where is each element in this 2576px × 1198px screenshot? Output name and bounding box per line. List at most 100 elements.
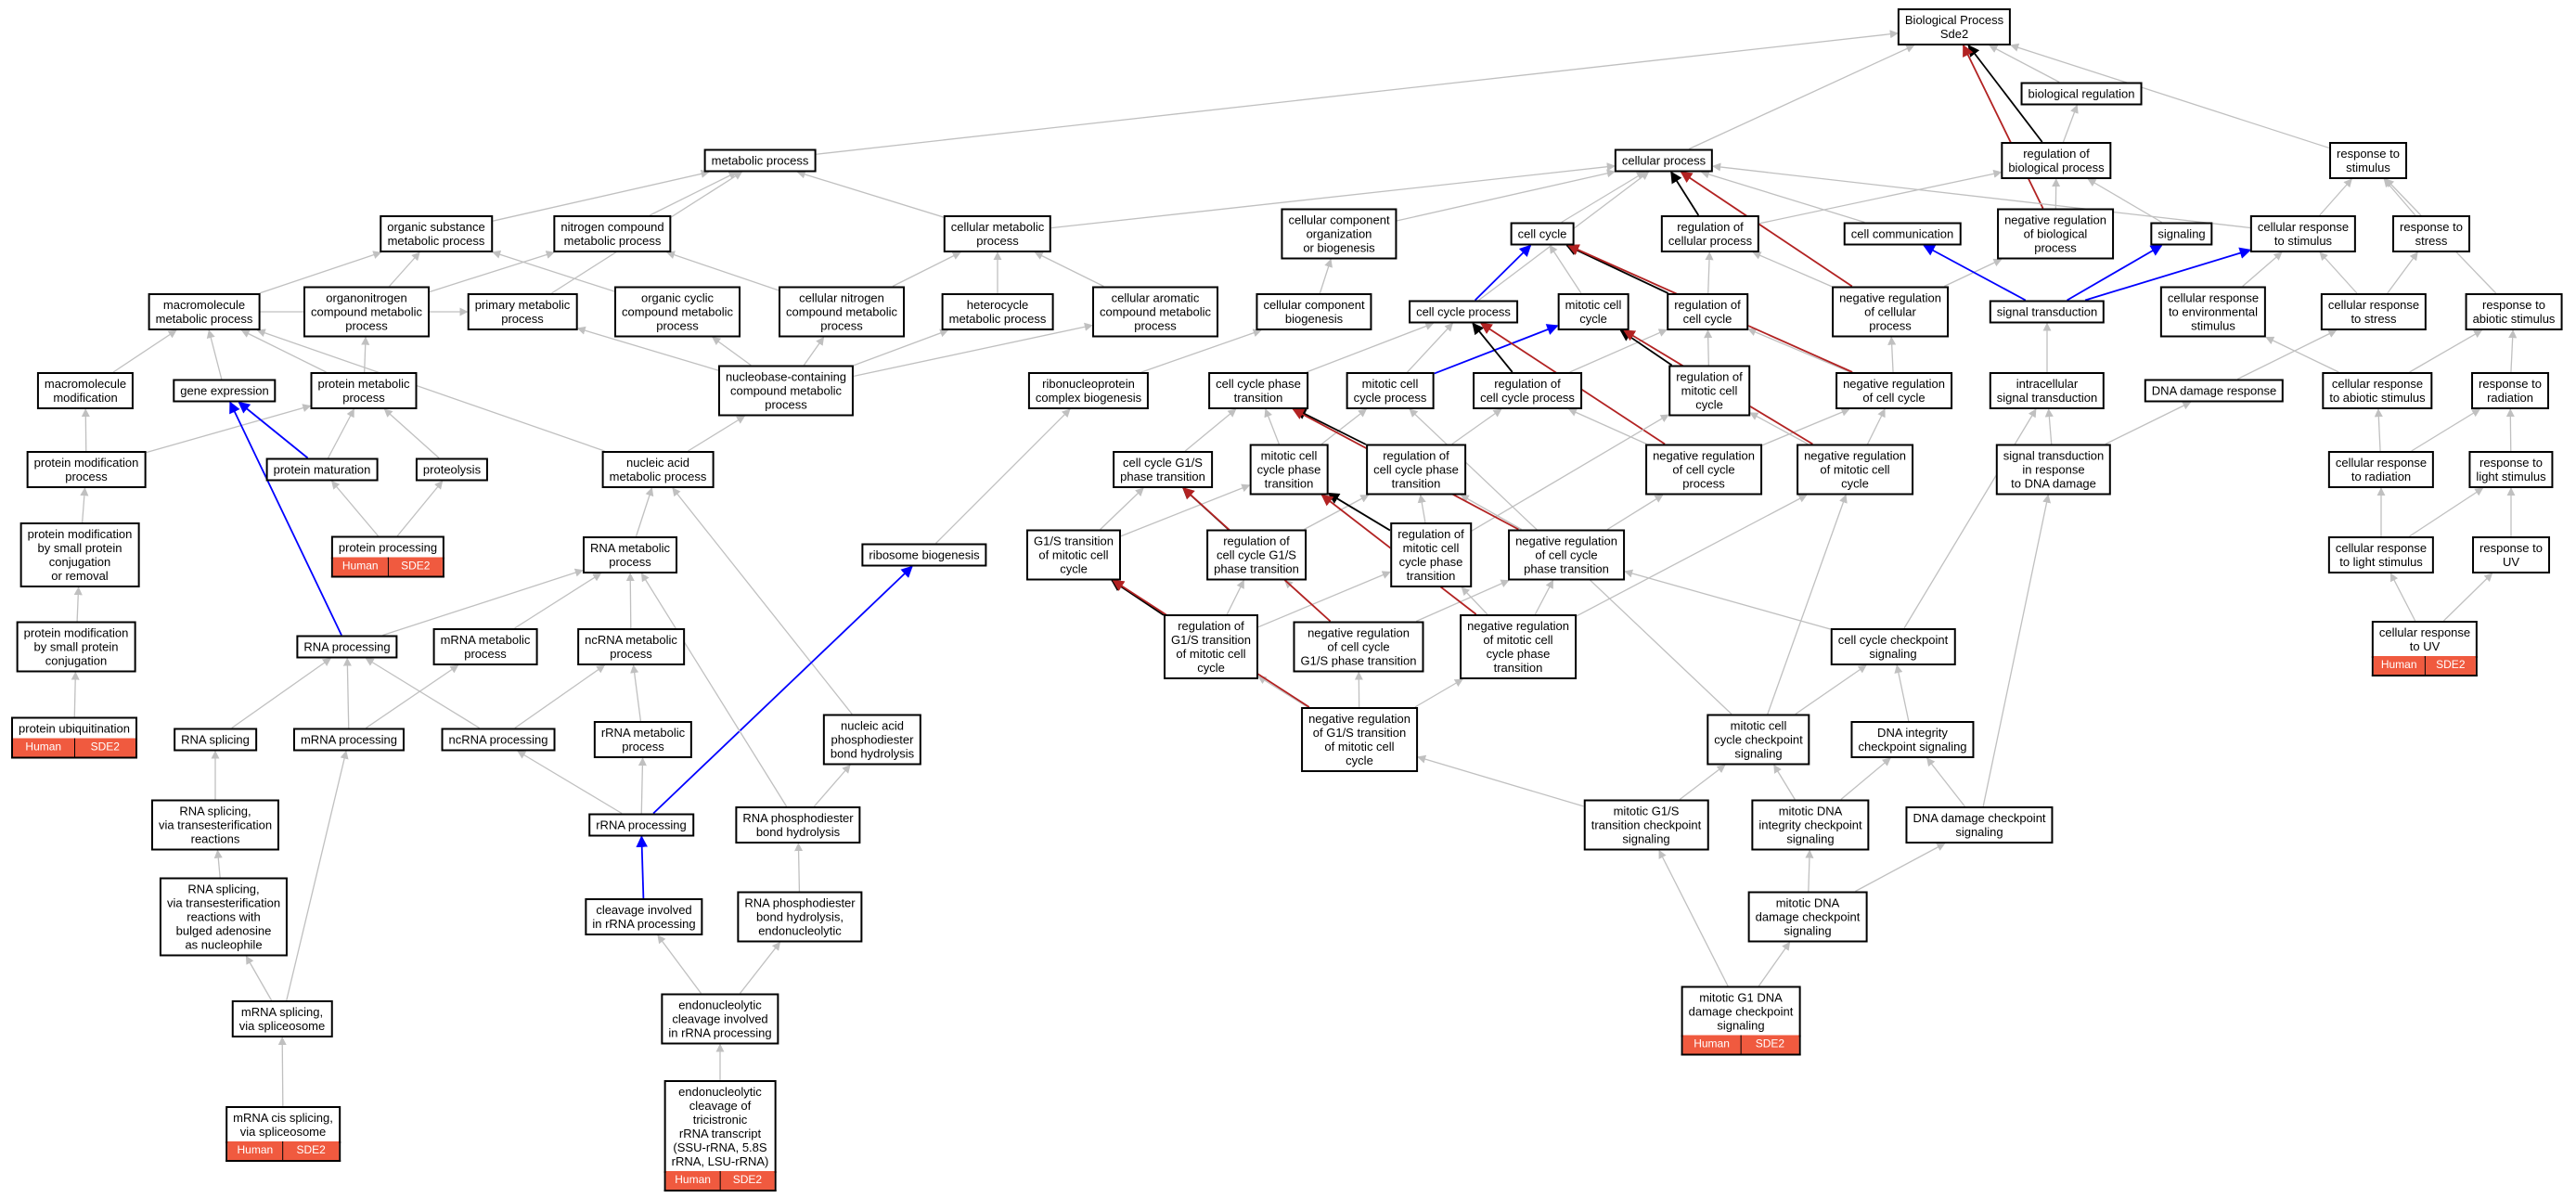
go-term-macromod[interactable]: macromolecule modification bbox=[36, 372, 135, 409]
go-term-nucleobase[interactable]: nucleobase-containing compound metabolic… bbox=[717, 365, 855, 417]
go-term-protmod[interactable]: protein modification process bbox=[26, 451, 147, 488]
go-term-bioreg[interactable]: biological regulation bbox=[2020, 82, 2143, 106]
go-term-g1smit[interactable]: G1/S transition of mitotic cell cycle bbox=[1026, 529, 1121, 581]
go-term-ncrnamet[interactable]: ncRNA metabolic process bbox=[577, 628, 685, 665]
go-term-ccphase[interactable]: cell cycle phase transition bbox=[1208, 372, 1308, 409]
go-term-regg1smit[interactable]: regulation of G1/S transition of mitotic… bbox=[1164, 614, 1258, 679]
go-term-rrnamet[interactable]: rRNA metabolic process bbox=[593, 721, 693, 758]
go-term-cellrespenv[interactable]: cellular response to environmental stimu… bbox=[2159, 286, 2267, 338]
go-term-mitcheck[interactable]: mitotic cell cycle checkpoint signaling bbox=[1707, 714, 1810, 766]
go-term-cellproc[interactable]: cellular process bbox=[1614, 148, 1714, 173]
go-term-respabiotic[interactable]: response to abiotic stimulus bbox=[2465, 293, 2563, 330]
go-term-resp[interactable]: response to stimulus bbox=[2329, 142, 2407, 179]
go-term-orgsub[interactable]: organic substance metabolic process bbox=[380, 215, 493, 252]
go-term-endotri[interactable]: endonucleolytic cleavage of tricistronic… bbox=[663, 1080, 777, 1192]
go-term-nucphos[interactable]: nucleic acid phosphodiester bond hydroly… bbox=[822, 714, 922, 766]
go-term-nitro[interactable]: nitrogen compound metabolic process bbox=[553, 215, 672, 252]
go-term-proteolysis[interactable]: proteolysis bbox=[415, 457, 489, 482]
go-term-rrnaproc[interactable]: rRNA processing bbox=[588, 813, 694, 837]
go-term-macro[interactable]: macromolecule metabolic process bbox=[148, 293, 261, 330]
go-term-negregccphase[interactable]: negative regulation of cell cycle phase … bbox=[1508, 529, 1625, 581]
go-term-cellresplight[interactable]: cellular response to light stimulus bbox=[2327, 536, 2435, 573]
go-term-cellrespstress[interactable]: cellular response to stress bbox=[2320, 293, 2428, 330]
go-term-mitg1dna[interactable]: mitotic G1 DNA damage checkpoint signali… bbox=[1681, 985, 1801, 1056]
go-term-rnaphos[interactable]: RNA phosphodiester bond hydrolysis bbox=[735, 806, 861, 844]
go-term-regccg1s[interactable]: regulation of cell cycle G1/S phase tran… bbox=[1206, 529, 1307, 581]
go-term-protmodsmall[interactable]: protein modification by small protein co… bbox=[19, 522, 140, 587]
go-term-primmet[interactable]: primary metabolic process bbox=[467, 293, 578, 330]
go-term-cellcycle[interactable]: cell cycle bbox=[1510, 222, 1575, 246]
go-term-regccphase[interactable]: regulation of cell cycle phase transitio… bbox=[1366, 444, 1466, 496]
go-term-sigdna[interactable]: signal transduction in response to DNA d… bbox=[1995, 444, 2112, 496]
go-term-respuv[interactable]: response to UV bbox=[2472, 536, 2550, 573]
go-term-negregg1smit[interactable]: negative regulation of G1/S transition o… bbox=[1301, 707, 1418, 772]
go-term-ccbio[interactable]: cellular component biogenesis bbox=[1256, 293, 1372, 330]
go-term-rnpbio[interactable]: ribonucleoprotein complex biogenesis bbox=[1027, 372, 1150, 409]
go-term-cccheck[interactable]: cell cycle checkpoint signaling bbox=[1830, 628, 1956, 665]
go-term-rnaproc[interactable]: RNA processing bbox=[296, 635, 398, 659]
go-term-dnadmg[interactable]: DNA damage response bbox=[2144, 379, 2285, 403]
go-term-endocleave[interactable]: endonucleolytic cleavage involved in rRN… bbox=[661, 993, 779, 1045]
go-term-negregmitphase[interactable]: negative regulation of mitotic cell cycl… bbox=[1460, 614, 1577, 679]
go-term-intrasig[interactable]: intracellular signal transduction bbox=[1989, 372, 2106, 409]
go-term-ribobio[interactable]: ribosome biogenesis bbox=[861, 543, 987, 567]
go-term-cellnit[interactable]: cellular nitrogen compound metabolic pro… bbox=[779, 286, 905, 338]
go-term-cellarom[interactable]: cellular aromatic compound metabolic pro… bbox=[1092, 286, 1218, 338]
go-term-mitdnadmg[interactable]: mitotic DNA damage checkpoint signaling bbox=[1747, 891, 1868, 943]
go-term-g1sphase[interactable]: cell cycle G1/S phase transition bbox=[1113, 451, 1213, 488]
go-term-negregcc[interactable]: negative regulation of cell cycle bbox=[1835, 372, 1952, 409]
go-term-cellcomm[interactable]: cell communication bbox=[1843, 222, 1962, 246]
go-term-mrnaproc[interactable]: mRNA processing bbox=[292, 728, 406, 752]
go-term-regcellproc[interactable]: regulation of cellular process bbox=[1660, 215, 1760, 252]
go-term-mitdnaint[interactable]: mitotic DNA integrity checkpoint signali… bbox=[1751, 799, 1870, 851]
go-term-rnaphosendo[interactable]: RNA phosphodiester bond hydrolysis, endo… bbox=[737, 891, 863, 943]
go-term-sigtrans[interactable]: signal transduction bbox=[1989, 300, 2106, 324]
go-term-protmodconj[interactable]: protein modification by small protein co… bbox=[16, 621, 136, 673]
go-term-geneexp[interactable]: gene expression bbox=[173, 379, 277, 403]
go-term-cellrespabiotic[interactable]: cellular response to abiotic stimulus bbox=[2322, 372, 2433, 409]
go-term-mrnasplice[interactable]: mRNA splicing, via spliceosome bbox=[231, 1000, 333, 1037]
go-term-ncrnaproc[interactable]: ncRNA processing bbox=[441, 728, 556, 752]
go-term-metab[interactable]: metabolic process bbox=[703, 148, 817, 173]
go-term-cellmet[interactable]: cellular metabolic process bbox=[943, 215, 1052, 252]
go-term-negregccg1s[interactable]: negative regulation of cell cycle G1/S p… bbox=[1293, 621, 1424, 673]
go-term-negregmitcc[interactable]: negative regulation of mitotic cell cycl… bbox=[1797, 444, 1913, 496]
go-term-negregbp[interactable]: negative regulation of biological proces… bbox=[1997, 208, 2114, 260]
go-term-negregccproc[interactable]: negative regulation of cell cycle proces… bbox=[1645, 444, 1762, 496]
go-term-mitg1s[interactable]: mitotic G1/S transition checkpoint signa… bbox=[1583, 799, 1709, 851]
go-term-dnaint[interactable]: DNA integrity checkpoint signaling bbox=[1850, 721, 1975, 758]
go-term-regbp[interactable]: regulation of biological process bbox=[2001, 142, 2112, 179]
go-term-ccob[interactable]: cellular component organization or bioge… bbox=[1281, 208, 1397, 260]
go-term-dnadmgcheck[interactable]: DNA damage checkpoint signaling bbox=[1905, 806, 2054, 844]
go-term-protmat[interactable]: protein maturation bbox=[265, 457, 379, 482]
go-term-rnasplicetrans[interactable]: RNA splicing, via transesterification re… bbox=[150, 799, 280, 851]
go-term-respradiation[interactable]: response to radiation bbox=[2471, 372, 2549, 409]
go-term-bp[interactable]: Biological Process Sde2 bbox=[1897, 8, 2012, 45]
go-term-protmet[interactable]: protein metabolic process bbox=[310, 372, 418, 409]
go-term-respstress[interactable]: response to stress bbox=[2392, 215, 2470, 252]
go-term-mitccproc[interactable]: mitotic cell cycle process bbox=[1346, 372, 1435, 409]
go-term-ccproc[interactable]: cell cycle process bbox=[1409, 300, 1518, 324]
go-term-signaling[interactable]: signaling bbox=[2150, 222, 2213, 246]
go-term-rnasplicing[interactable]: RNA splicing bbox=[174, 728, 257, 752]
go-term-mitcc[interactable]: mitotic cell cycle bbox=[1557, 293, 1629, 330]
go-term-organonit[interactable]: organonitrogen compound metabolic proces… bbox=[303, 286, 430, 338]
go-term-regccproc[interactable]: regulation of cell cycle process bbox=[1473, 372, 1582, 409]
go-term-negregcellp[interactable]: negative regulation of cellular process bbox=[1832, 286, 1949, 338]
go-term-cleavage[interactable]: cleavage involved in rRNA processing bbox=[585, 898, 703, 935]
go-term-regmitphase[interactable]: regulation of mitotic cell cycle phase t… bbox=[1390, 522, 1472, 587]
go-term-nucacid[interactable]: nucleic acid metabolic process bbox=[601, 451, 715, 488]
go-term-cellrespradiation[interactable]: cellular response to radiation bbox=[2327, 451, 2435, 488]
go-term-rnamet[interactable]: RNA metabolic process bbox=[583, 536, 677, 573]
go-term-hetero[interactable]: heterocycle metabolic process bbox=[941, 293, 1054, 330]
go-term-mitphase[interactable]: mitotic cell cycle phase transition bbox=[1249, 444, 1329, 496]
go-term-orgcyc[interactable]: organic cyclic compound metabolic proces… bbox=[614, 286, 741, 338]
go-term-cellresp[interactable]: cellular response to stimulus bbox=[2249, 215, 2357, 252]
go-term-mrnamet[interactable]: mRNA metabolic process bbox=[432, 628, 538, 665]
go-term-resplight[interactable]: response to light stimulus bbox=[2468, 451, 2554, 488]
go-term-regcc[interactable]: regulation of cell cycle bbox=[1667, 293, 1748, 330]
